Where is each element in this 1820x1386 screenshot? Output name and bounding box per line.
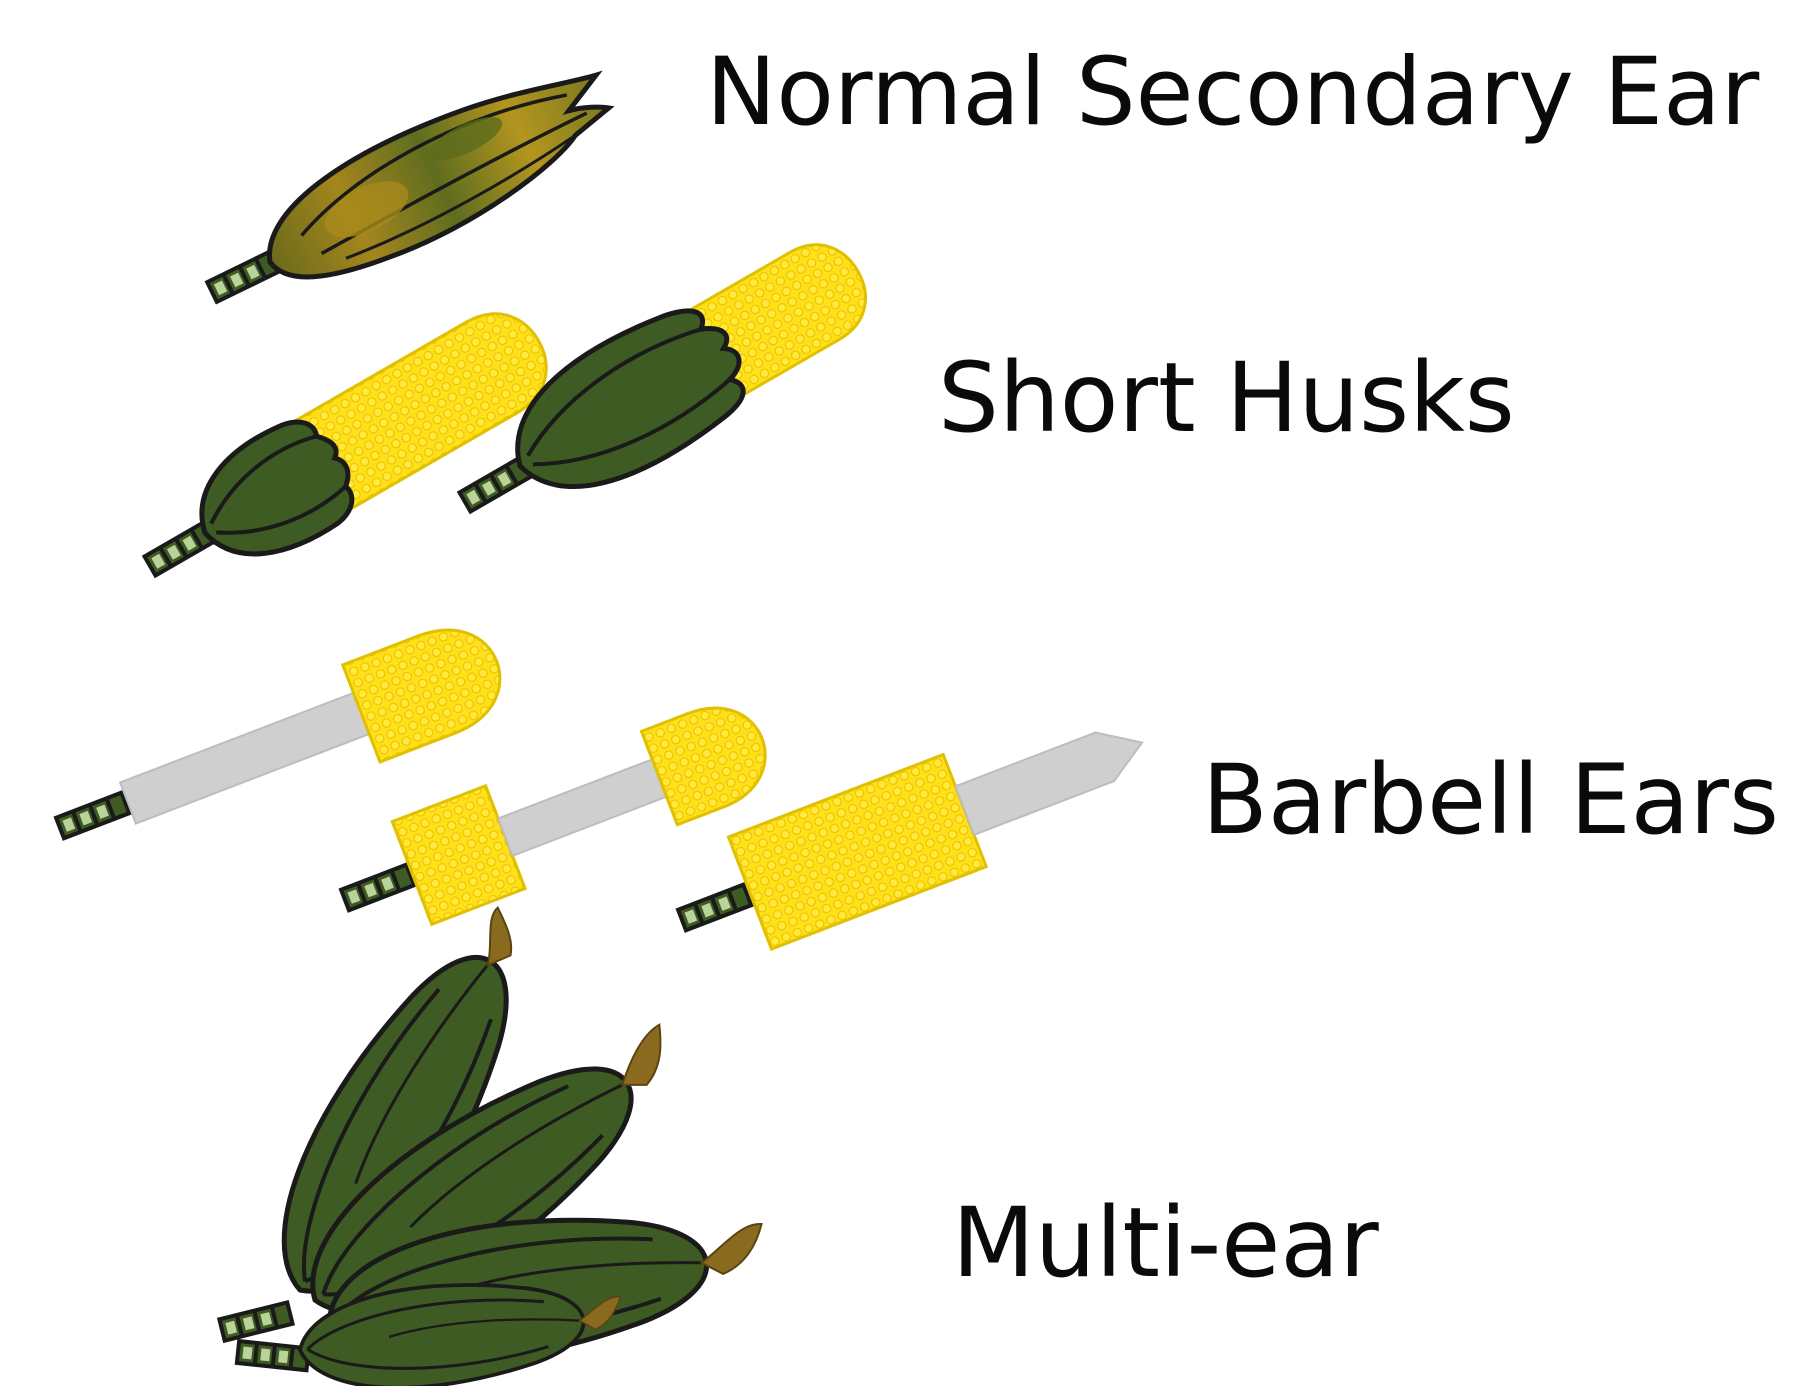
- normal-secondary-ear-icon: [207, 47, 629, 308]
- barbell-ears-icon: [56, 613, 1164, 949]
- label-short-husks: Short Husks: [938, 350, 1515, 446]
- multi-ear-icon: [219, 885, 775, 1386]
- label-normal-secondary-ear: Normal Secondary Ear: [706, 46, 1759, 140]
- label-multi-ear: Multi-ear: [952, 1195, 1379, 1291]
- label-barbell-ears: Barbell Ears: [1202, 752, 1779, 848]
